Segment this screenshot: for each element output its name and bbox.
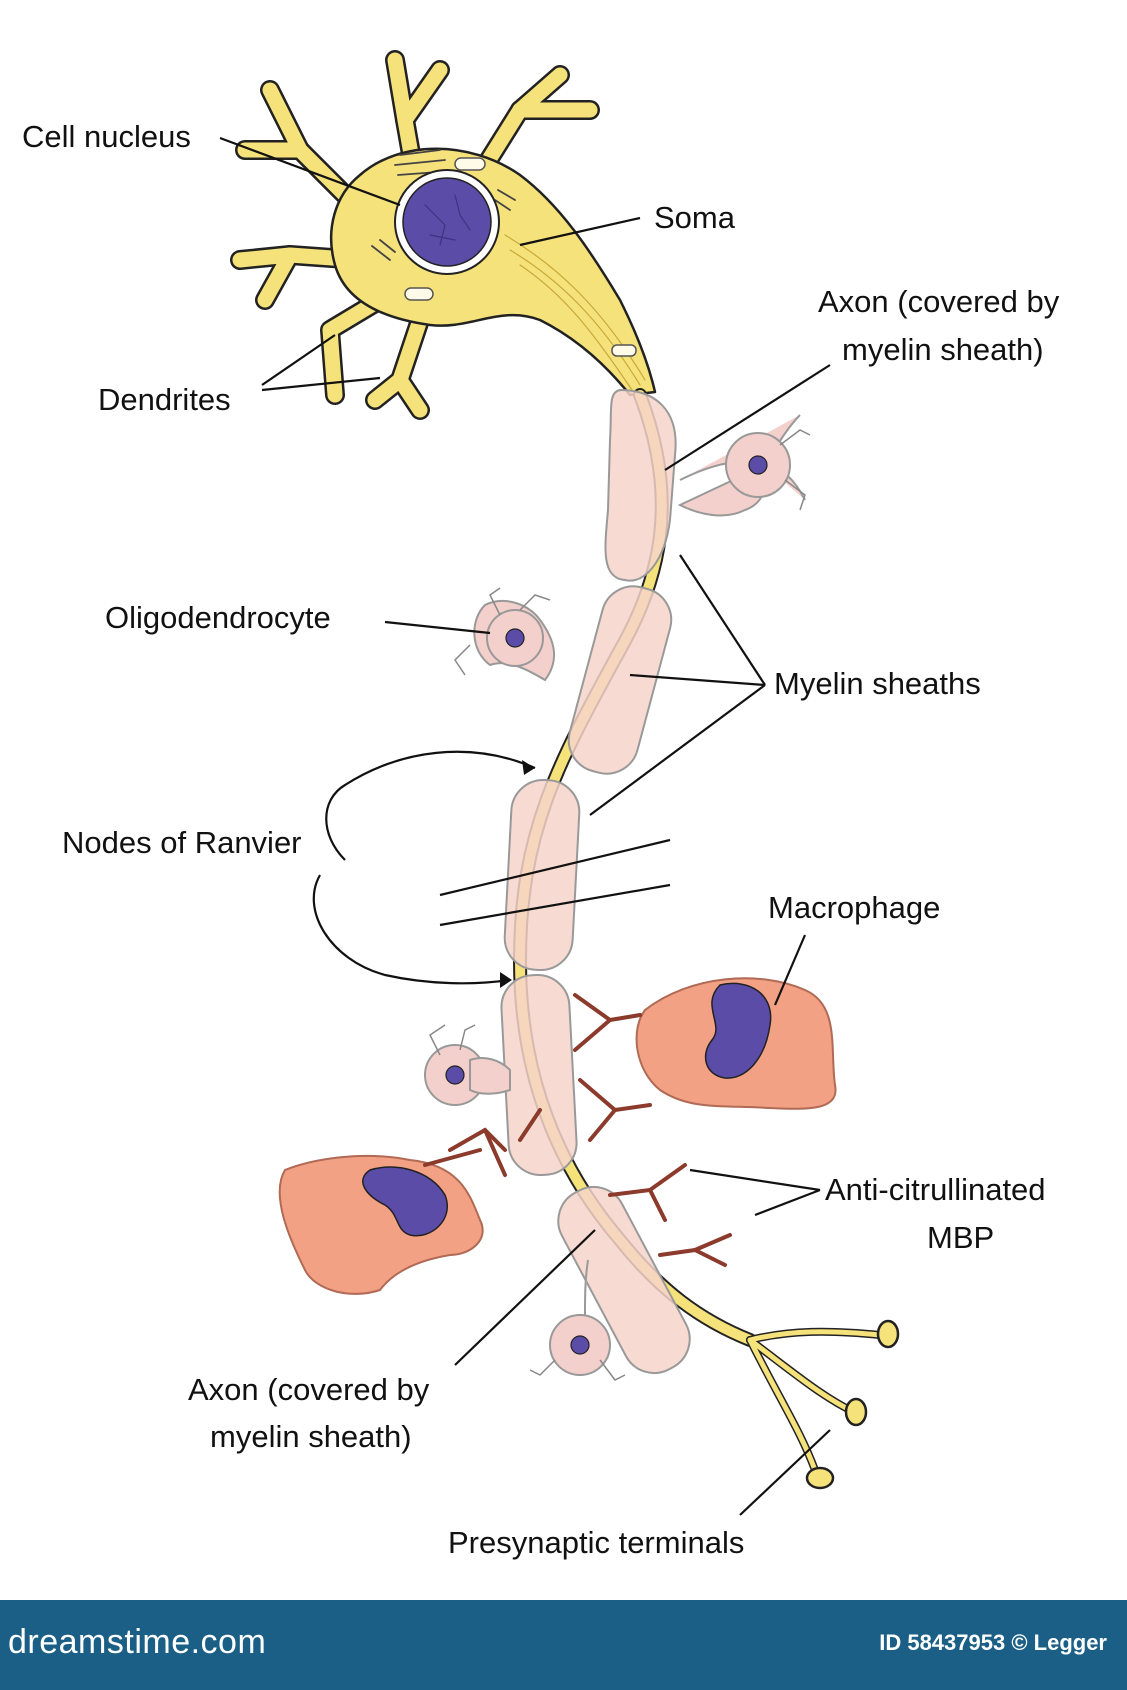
label-oligodendrocyte: Oligodendrocyte (105, 600, 331, 635)
label-dendrites: Dendrites (98, 382, 231, 417)
oligodendrocyte-nucleus-4 (571, 1336, 589, 1354)
label-presynaptic-terminals: Presynaptic terminals (448, 1525, 744, 1560)
label-nodes-of-ranvier: Nodes of Ranvier (62, 825, 302, 860)
oligodendrocyte-nucleus-3 (446, 1066, 464, 1084)
label-axon-bottom-2: myelin sheath) (210, 1419, 412, 1454)
stock-id: ID 58437953 © Legger (879, 1630, 1107, 1656)
label-anti-mbp-2: MBP (927, 1220, 994, 1255)
terminal-knob-3 (807, 1468, 833, 1488)
label-axon-bottom-1: Axon (covered by (188, 1372, 430, 1407)
terminal-knob-1 (878, 1321, 898, 1347)
label-myelin-sheaths: Myelin sheaths (774, 666, 981, 701)
label-macrophage: Macrophage (768, 890, 940, 925)
label-soma: Soma (654, 200, 736, 235)
oligodendrocyte-nucleus-2 (506, 629, 524, 647)
neuron-diagram: Cell nucleus Soma Axon (covered by myeli… (0, 0, 1127, 1600)
myelin-sheaths (500, 390, 701, 1384)
label-anti-mbp-1: Anti-citrullinated (825, 1172, 1046, 1207)
label-axon-top-1: Axon (covered by (818, 284, 1060, 319)
label-axon-top-2: myelin sheath) (842, 332, 1044, 367)
terminal-knob-2 (846, 1399, 866, 1425)
label-cell-nucleus: Cell nucleus (22, 119, 191, 154)
oligodendrocyte-nucleus-1 (749, 456, 767, 474)
brand-logo[interactable]: dreamstime.com (8, 1623, 266, 1662)
